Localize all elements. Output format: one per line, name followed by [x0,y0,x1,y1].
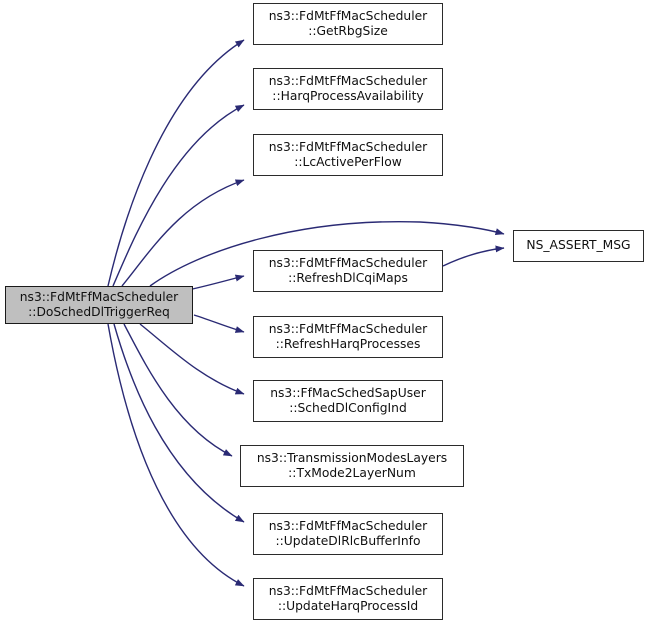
node-label: ns3::FdMtFfMacScheduler ::RefreshDlCqiMa… [268,255,428,286]
node-label: ns3::FdMtFfMacScheduler ::UpdateDlRlcBuf… [268,518,428,549]
node-label: ns3::FdMtFfMacScheduler ::HarqProcessAva… [268,73,428,104]
edge-root-to-updatedlrlcbufferinfo [113,323,245,523]
node-updatedlrlcbufferinfo[interactable]: ns3::FdMtFfMacScheduler ::UpdateDlRlcBuf… [253,513,443,555]
edge-refreshdlcqimaps-to-nsassertmsg [442,245,505,267]
node-root-doscheddltriggerreq[interactable]: ns3::FdMtFfMacScheduler ::DoSchedDlTrigg… [5,286,193,324]
node-label: ns3::FfMacSchedSapUser ::SchedDlConfigIn… [270,385,426,416]
node-label: ns3::FdMtFfMacScheduler ::DoSchedDlTrigg… [19,289,179,320]
edge-root-to-refreshharqprocesses [193,314,245,333]
node-getrbgsize[interactable]: ns3::FdMtFfMacScheduler ::GetRbgSize [253,3,443,45]
edge-root-to-harqprocessavailability [112,104,245,287]
node-label: ns3::TransmissionModesLayers ::TxMode2La… [256,450,448,481]
node-refreshdlcqimaps[interactable]: ns3::FdMtFfMacScheduler ::RefreshDlCqiMa… [253,250,443,292]
node-label: ns3::FdMtFfMacScheduler ::RefreshHarqPro… [268,321,428,352]
node-ns-assert-msg[interactable]: NS_ASSERT_MSG [513,230,644,262]
edge-root-to-lcactiveperflow [121,179,245,287]
edge-root-to-getrbgsize [107,39,245,287]
edge-root-to-txmode2layernum [123,323,233,457]
edge-root-to-updateharqprocessid [107,323,245,587]
node-refreshharqprocesses[interactable]: ns3::FdMtFfMacScheduler ::RefreshHarqPro… [253,316,443,358]
node-label: ns3::FdMtFfMacScheduler ::GetRbgSize [268,8,428,39]
node-label: NS_ASSERT_MSG [526,238,631,253]
node-harqprocessavailability[interactable]: ns3::FdMtFfMacScheduler ::HarqProcessAva… [253,68,443,110]
node-txmode2layernum[interactable]: ns3::TransmissionModesLayers ::TxMode2La… [240,445,464,487]
node-scheddlconfigind[interactable]: ns3::FfMacSchedSapUser ::SchedDlConfigIn… [253,380,443,422]
node-updateharqprocessid[interactable]: ns3::FdMtFfMacScheduler ::UpdateHarqProc… [253,578,443,620]
node-label: ns3::FdMtFfMacScheduler ::UpdateHarqProc… [268,583,428,614]
node-label: ns3::FdMtFfMacScheduler ::LcActivePerFlo… [268,139,428,170]
edge-root-to-scheddlconfigind [139,323,245,395]
node-lcactiveperflow[interactable]: ns3::FdMtFfMacScheduler ::LcActivePerFlo… [253,134,443,176]
